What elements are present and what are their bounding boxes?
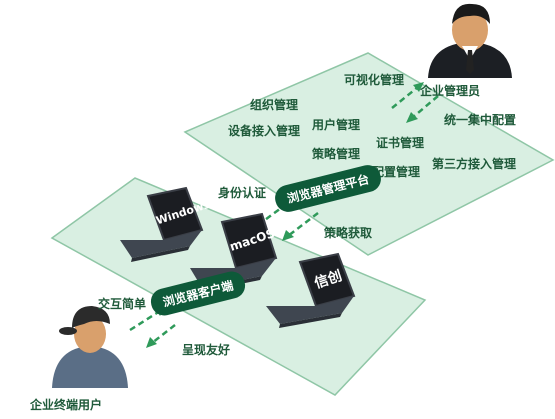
admin-flow-down-label: 统一集中配置 bbox=[444, 113, 517, 127]
client-flow-up-label: 身份认证 bbox=[218, 186, 267, 200]
user-arrow-down-head bbox=[146, 337, 157, 348]
platform-panel bbox=[183, 52, 555, 256]
admin-avatar-icon bbox=[428, 3, 512, 78]
laptop-xinchuang-icon bbox=[266, 252, 356, 328]
client-arrow-down bbox=[287, 212, 319, 237]
client-flow-down-label: 策略获取 bbox=[324, 226, 373, 240]
enduser-role-label: 企业终端用户 bbox=[30, 398, 103, 412]
module-org: 组织管理 bbox=[250, 98, 299, 112]
client-arrow-down-head bbox=[282, 230, 294, 241]
enduser-flow-down-label: 呈现友好 bbox=[182, 343, 231, 357]
user-arrow-up bbox=[129, 309, 161, 332]
enduser-flow-up-label: 交互简单 bbox=[98, 297, 147, 311]
module-third-party: 第三方接入管理 bbox=[432, 157, 517, 171]
module-config: 配置管理 bbox=[372, 165, 421, 179]
module-device: 设备接入管理 bbox=[228, 124, 301, 138]
module-cert: 证书管理 bbox=[376, 136, 425, 150]
module-policy: 策略管理 bbox=[312, 147, 361, 161]
enduser-avatar-icon bbox=[52, 306, 128, 388]
admin-arrow-down bbox=[411, 95, 439, 119]
laptop-windows-icon bbox=[120, 186, 204, 262]
module-user: 用户管理 bbox=[312, 118, 361, 132]
admin-role-label: 企业管理员 bbox=[420, 84, 481, 98]
admin-arrow-down-head bbox=[406, 112, 418, 123]
admin-flow-up-label: 可视化管理 bbox=[344, 73, 405, 87]
user-arrow-down bbox=[151, 324, 176, 344]
admin-arrow-up-head bbox=[413, 82, 424, 92]
admin-arrow-up bbox=[391, 86, 419, 109]
